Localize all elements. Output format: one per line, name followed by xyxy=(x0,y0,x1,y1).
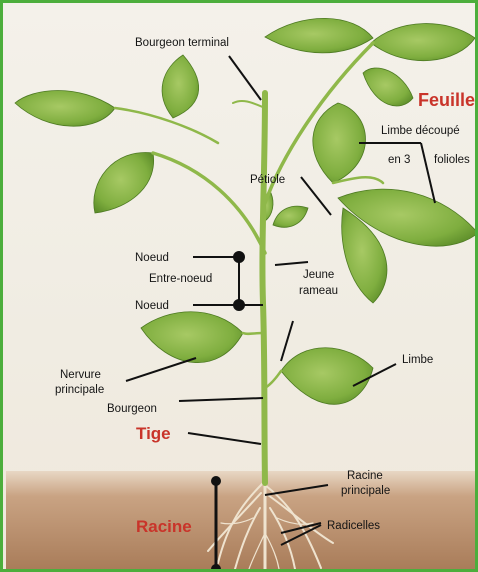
label-folioles: folioles xyxy=(434,154,470,166)
label-limbe: Limbe xyxy=(402,354,433,366)
soil xyxy=(6,471,478,572)
plant-diagram: Feuille Bourgeon terminal Limbe découpé … xyxy=(3,3,478,572)
label-nervure-principale: principale xyxy=(55,384,104,396)
label-noeud-1: Noeud xyxy=(135,252,169,264)
label-feuille: Feuille xyxy=(418,90,475,110)
label-entre-noeud: Entre-noeud xyxy=(149,273,212,285)
label-racine-principale-2: principale xyxy=(341,485,390,497)
label-en-3: en 3 xyxy=(388,154,410,166)
label-racine: Racine xyxy=(136,517,192,536)
label-limbe-decoupe: Limbe découpé xyxy=(381,125,460,137)
label-jeune: Jeune xyxy=(303,269,334,281)
label-bourgeon: Bourgeon xyxy=(107,403,157,415)
label-bourgeon-terminal: Bourgeon terminal xyxy=(135,37,229,49)
label-noeud-2: Noeud xyxy=(135,300,169,312)
label-tige: Tige xyxy=(136,424,171,443)
label-rameau: rameau xyxy=(299,285,338,297)
label-nervure: Nervure xyxy=(60,369,101,381)
leaves xyxy=(15,18,478,404)
label-radicelles: Radicelles xyxy=(327,520,380,532)
label-racine-principale-1: Racine xyxy=(347,470,383,482)
label-petiole: Pétiole xyxy=(250,174,285,186)
